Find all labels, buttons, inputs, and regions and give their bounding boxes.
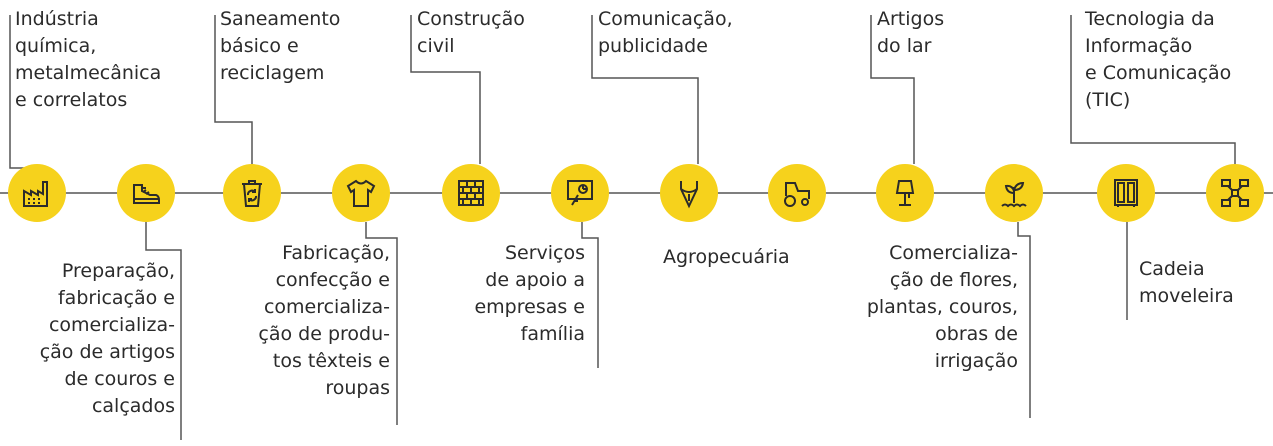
connector-artigos-lar	[870, 15, 915, 164]
sector-label-construcao: Construção civil	[417, 8, 525, 57]
presentation-board-icon	[567, 180, 593, 206]
sector-label-texteis: Fabricação, confecção e comercializa- çã…	[258, 242, 390, 399]
sector-circle-texteis	[332, 164, 390, 222]
sector-label-tic: Tecnologia da Informação e Comunicação (…	[1085, 8, 1232, 111]
connector-comunicacao	[591, 15, 699, 164]
network-icon	[1221, 179, 1249, 207]
brick-wall-icon	[458, 180, 484, 206]
sector-label-moveleira: Cadeia moveleira	[1139, 258, 1234, 307]
plant-sprout-icon	[1001, 181, 1027, 208]
recycle-bin-icon	[242, 180, 262, 207]
sector-circle-saneamento	[223, 164, 281, 222]
sector-label-saneamento: Saneamento básico e reciclagem	[220, 8, 341, 84]
sector-circle-artigos-lar	[876, 164, 934, 222]
connector-construcao	[410, 15, 481, 164]
sector-circle-flores	[985, 164, 1043, 222]
sector-label-flores: Comercializa- ção de flores, plantas, co…	[866, 242, 1018, 372]
factory-icon	[23, 181, 48, 207]
sector-circle-couros-calcados	[117, 164, 175, 222]
sector-label-comunicacao: Comunicação, publicidade	[598, 8, 733, 57]
sector-circle-industria	[8, 164, 66, 222]
connector-saneamento	[214, 15, 253, 164]
sector-circle-agropecuaria	[768, 164, 826, 222]
pen-nib-icon	[680, 181, 698, 209]
sector-label-servicos: Serviços de apoio a empresas e família	[474, 242, 585, 345]
connector-servicos	[581, 222, 599, 368]
sector-label-agropecuaria: Agropecuária	[663, 246, 790, 268]
connector-flores	[1017, 222, 1031, 418]
sector-label-industria: Indústria química, metalmecânica e corre…	[15, 8, 162, 111]
tshirt-icon	[346, 179, 376, 207]
cabinet-icon	[1114, 179, 1138, 207]
shoe-icon	[133, 184, 160, 204]
lamp-icon	[895, 180, 915, 206]
sector-circle-moveleira	[1097, 164, 1155, 222]
connector-couros-calcados	[145, 222, 182, 440]
sector-label-couros-calcados: Preparação, fabricação e comercializa- ç…	[39, 260, 175, 417]
sector-label-artigos-lar: Artigos do lar	[877, 8, 945, 57]
connector-tic	[1070, 15, 1236, 164]
sector-circle-servicos	[551, 164, 609, 222]
sector-circle-construcao	[442, 164, 500, 222]
connector-texteis	[365, 222, 398, 425]
sector-circle-tic	[1206, 164, 1264, 222]
sector-circle-comunicacao	[660, 164, 718, 222]
tractor-icon	[784, 182, 810, 207]
